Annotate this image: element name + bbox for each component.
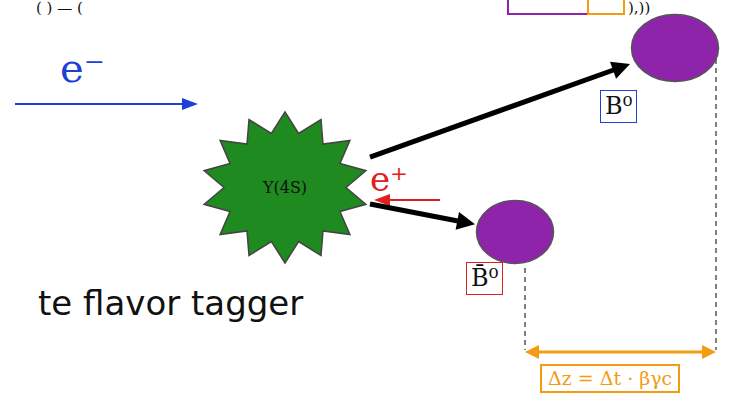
particle-label: B̄⁰ xyxy=(466,262,503,295)
arrowhead xyxy=(610,62,630,79)
beam-arrow xyxy=(15,103,184,105)
particle-ellipse xyxy=(632,15,719,82)
beam-arrow xyxy=(388,199,440,201)
arrowhead xyxy=(456,212,475,230)
star-node: Υ(4S) xyxy=(200,110,370,265)
momentum-arrow xyxy=(370,204,475,230)
particle-label: B⁰ xyxy=(600,90,637,123)
arrow-shaft xyxy=(370,69,615,157)
projection-line xyxy=(715,50,717,350)
distance-label: Δz = Δt · βγc xyxy=(540,364,680,393)
formula-text: ( ) — ( xyxy=(36,1,83,16)
beam-label: e⁻ xyxy=(60,48,105,88)
resonance-name: Υ(4S) xyxy=(263,178,307,197)
caption-text: te flavor tagger xyxy=(38,286,303,320)
formula-text: ),)) xyxy=(628,1,650,16)
particle-ellipse xyxy=(477,201,554,264)
distance-arrowhead xyxy=(702,345,716,359)
ellipse-shape xyxy=(475,199,555,265)
beam-label: e⁺ xyxy=(370,162,408,196)
momentum-arrow xyxy=(370,62,630,157)
particle-node: B̄⁰ xyxy=(475,199,555,265)
particle-node: B⁰ xyxy=(630,13,720,83)
formula-box xyxy=(588,0,624,14)
formula-box xyxy=(508,0,588,14)
star-outline xyxy=(204,112,366,263)
distance-arrowhead xyxy=(525,345,539,359)
projection-line xyxy=(524,268,526,350)
arrow-shaft xyxy=(370,204,459,221)
ellipse-shape xyxy=(630,13,720,83)
beam-arrowhead xyxy=(182,98,198,110)
distance-arrow xyxy=(537,351,704,354)
